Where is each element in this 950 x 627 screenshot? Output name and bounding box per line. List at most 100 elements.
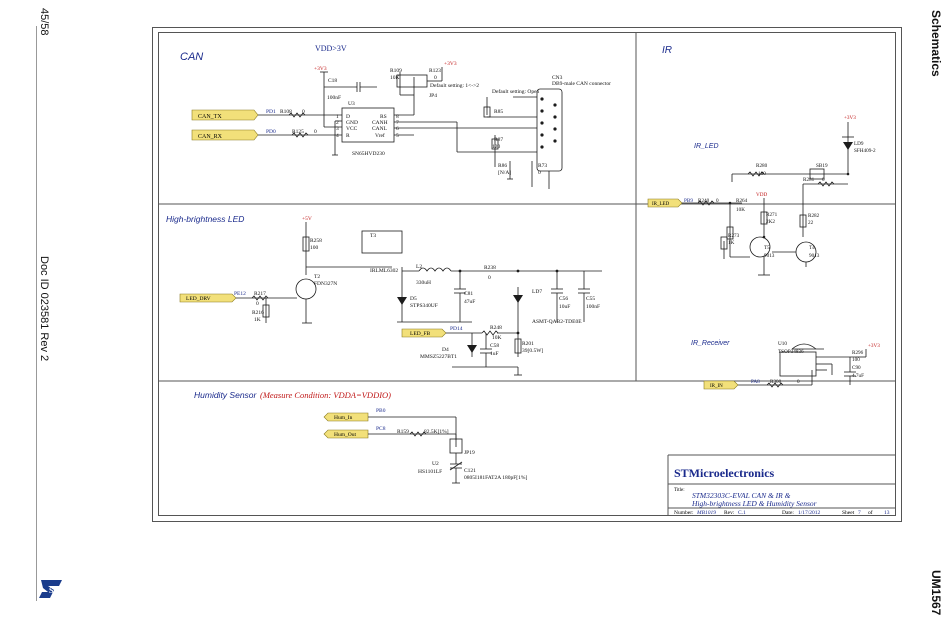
svg-text:LD9: LD9 xyxy=(854,141,864,147)
svg-text:2K2: 2K2 xyxy=(766,219,775,225)
section-title-ir-led: IR_LED xyxy=(694,143,719,150)
hb-led-section: High-brightness LED LED_DRV LED_FB xyxy=(166,214,602,376)
svg-text:1K: 1K xyxy=(728,240,735,246)
svg-text:ASMT-QAB2-TDE0E: ASMT-QAB2-TDE0E xyxy=(532,319,582,325)
svg-text:R238: R238 xyxy=(484,265,496,271)
svg-text:R108: R108 xyxy=(280,109,292,115)
svg-text:C55: C55 xyxy=(586,296,595,302)
svg-text:7: 7 xyxy=(396,120,399,126)
svg-text:6: 6 xyxy=(396,126,399,132)
svg-text:Sheet: Sheet xyxy=(842,510,855,516)
svg-text:C81: C81 xyxy=(464,291,473,297)
svg-text:1uF: 1uF xyxy=(490,351,499,357)
svg-text:Number:: Number: xyxy=(674,510,694,516)
company-name: STMicroelectronics xyxy=(674,466,775,480)
svg-text:R85: R85 xyxy=(494,109,503,115)
svg-text:L2: L2 xyxy=(416,264,422,270)
svg-text:R125: R125 xyxy=(292,129,304,135)
svg-text:Default setting: 1<->2: Default setting: 1<->2 xyxy=(430,82,479,89)
svg-text:LED_FB: LED_FB xyxy=(410,331,431,337)
svg-text:U2: U2 xyxy=(432,461,439,467)
svg-text:0: 0 xyxy=(434,75,437,81)
sheet-value: 7 xyxy=(858,510,861,516)
svg-text:120: 120 xyxy=(492,144,501,150)
svg-text:10K: 10K xyxy=(736,207,745,213)
svg-text:Hum_In: Hum_In xyxy=(334,415,353,421)
svg-text:LED_DRV: LED_DRV xyxy=(186,296,211,302)
title-line-1: STM32303C-EVAL CAN & IR & xyxy=(692,491,791,500)
manual-name: UM1567 xyxy=(929,570,943,616)
title-block: STMicroelectronics Title: STM32303C-EVAL… xyxy=(674,466,890,516)
svg-text:CANH: CANH xyxy=(372,120,388,126)
svg-text:R264: R264 xyxy=(736,198,748,204)
svg-text:100nF: 100nF xyxy=(327,95,341,101)
svg-text:8: 8 xyxy=(396,114,399,120)
svg-text:+3V3: +3V3 xyxy=(444,61,457,67)
svg-text:10K: 10K xyxy=(492,335,502,341)
page-number: 45/58 xyxy=(38,8,50,36)
can-section: CAN VDD>3V CAN_TX CAN_RX xyxy=(180,44,611,189)
svg-text:U3: U3 xyxy=(348,101,355,107)
svg-text:Date:: Date: xyxy=(782,510,794,516)
svg-text:R73: R73 xyxy=(538,163,547,169)
net-led-fb: LED_FB xyxy=(401,328,447,338)
svg-text:3: 3 xyxy=(336,126,339,132)
net-led-drv: LED_DRV xyxy=(179,293,237,303)
svg-text:R: R xyxy=(346,133,350,139)
svg-text:Rev:: Rev: xyxy=(724,510,735,516)
svg-text:of: of xyxy=(868,509,873,516)
svg-text:Title:: Title: xyxy=(674,488,685,493)
svg-text:+5V: +5V xyxy=(302,216,312,222)
svg-text:R240: R240 xyxy=(698,198,710,204)
svg-text:T2: T2 xyxy=(314,274,320,280)
svg-text:0: 0 xyxy=(302,109,305,115)
humidity-section: Humidity Sensor (Measure Condition: VDDA… xyxy=(194,390,527,484)
svg-text:LD7: LD7 xyxy=(532,289,542,295)
svg-text:PA8: PA8 xyxy=(751,379,760,385)
svg-text:R280: R280 xyxy=(756,163,768,169)
svg-text:C56: C56 xyxy=(559,296,568,302)
svg-text:R86: R86 xyxy=(498,163,507,169)
svg-text:+3V3: +3V3 xyxy=(868,343,880,349)
date-value: 1/17/2012 xyxy=(798,510,821,516)
svg-text:SN65HVD230: SN65HVD230 xyxy=(352,151,385,157)
svg-text:PB0: PB0 xyxy=(376,408,386,414)
svg-text:FDN327N: FDN327N xyxy=(314,281,337,287)
section-title-ir-receiver: IR_Receiver xyxy=(691,340,730,347)
svg-text:47uF: 47uF xyxy=(464,299,475,305)
page-right-margin: Schematics UM1567 xyxy=(920,0,950,627)
svg-text:39[0.5W]: 39[0.5W] xyxy=(522,348,543,354)
svg-text:D5: D5 xyxy=(410,296,417,302)
svg-text:SFH409-2: SFH409-2 xyxy=(854,148,876,154)
svg-text:R109: R109 xyxy=(390,68,402,74)
svg-text:0: 0 xyxy=(538,170,541,176)
svg-text:22: 22 xyxy=(808,220,814,226)
svg-text:R87: R87 xyxy=(494,137,503,143)
svg-text:HS1101LF: HS1101LF xyxy=(418,469,442,475)
svg-text:DB9-male CAN connector: DB9-male CAN connector xyxy=(552,81,611,87)
svg-text:IR_LED: IR_LED xyxy=(652,202,670,207)
svg-text:T5: T5 xyxy=(764,245,770,251)
section-name: Schematics xyxy=(929,10,943,77)
svg-text:T3: T3 xyxy=(370,233,376,239)
svg-text:0: 0 xyxy=(716,198,719,204)
svg-text:R217: R217 xyxy=(254,291,266,297)
svg-text:5: 5 xyxy=(396,133,399,139)
svg-text:9013: 9013 xyxy=(809,253,820,259)
svg-text:R282: R282 xyxy=(808,213,820,219)
svg-text:GND: GND xyxy=(346,120,358,126)
svg-text:1: 1 xyxy=(336,114,339,120)
svg-text:PD1: PD1 xyxy=(266,109,276,115)
svg-text:CAN_TX: CAN_TX xyxy=(198,114,222,120)
svg-text:2: 2 xyxy=(336,120,339,126)
svg-text:C90: C90 xyxy=(852,365,861,371)
svg-text:0: 0 xyxy=(314,129,317,135)
svg-text:R159: R159 xyxy=(397,429,409,435)
svg-text:R281: R281 xyxy=(803,177,815,183)
page-left-margin: 45/58 Doc ID 023581 Rev 2 ST xyxy=(0,0,64,627)
svg-text:1K: 1K xyxy=(254,317,261,323)
svg-text:9013: 9013 xyxy=(764,253,775,259)
svg-text:PD0: PD0 xyxy=(266,129,276,135)
svg-text:D4: D4 xyxy=(442,347,449,353)
svg-text:100: 100 xyxy=(310,245,319,251)
